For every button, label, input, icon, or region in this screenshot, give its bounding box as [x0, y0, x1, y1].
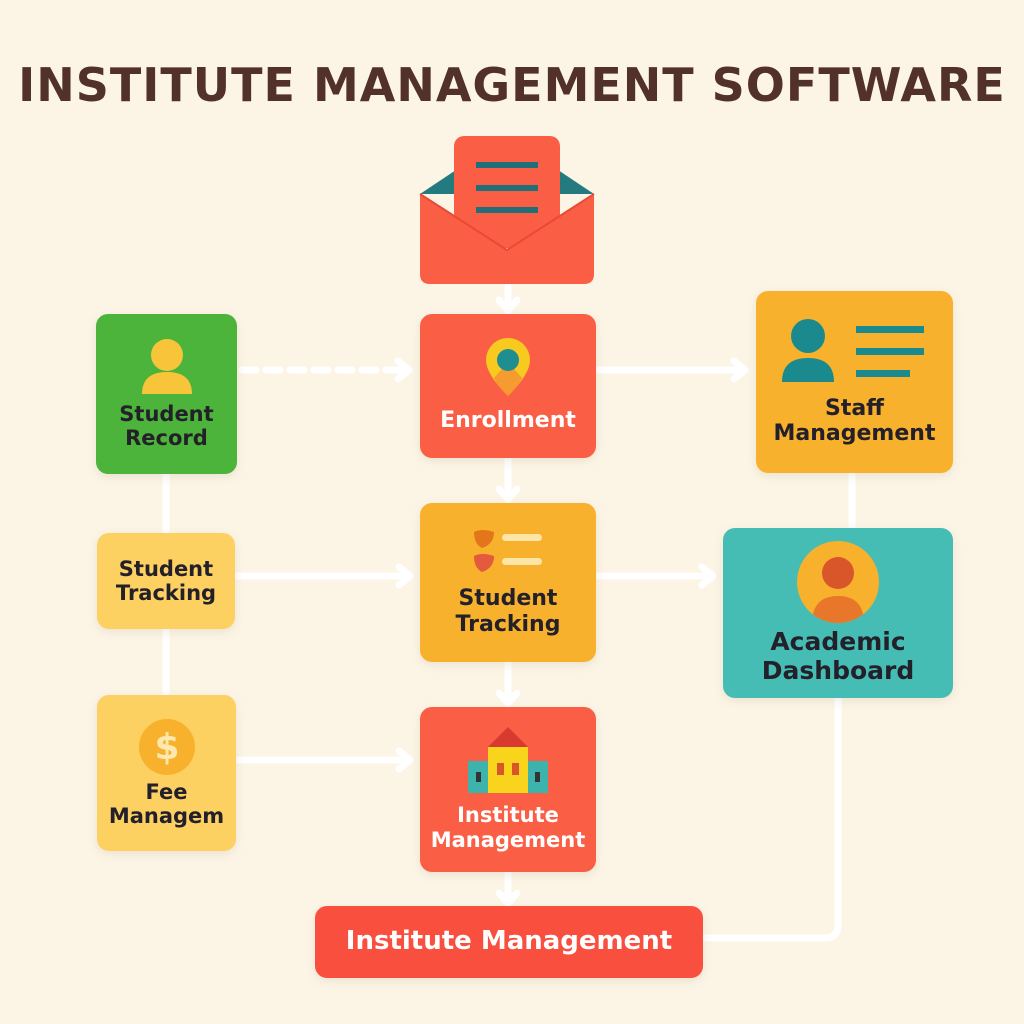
node-label-line2: Management	[773, 421, 936, 446]
node-label-line1: Institute Management	[345, 926, 673, 957]
node-label-line2: Record	[125, 426, 208, 450]
id-card-icon	[781, 318, 924, 382]
node-label-line1: Fee	[145, 779, 188, 804]
student-record-node[interactable]: Student Record	[96, 314, 237, 474]
node-label-line1: Staff	[824, 395, 884, 421]
diagram-title: INSTITUTE MANAGEMENT SOFTWARE	[18, 58, 1006, 112]
institute-management-center-node[interactable]: Institute Management	[420, 707, 596, 872]
enrollment-node[interactable]: Enrollment	[420, 314, 596, 458]
staff-management-node[interactable]: Staff Management	[756, 291, 953, 473]
email-node[interactable]	[418, 136, 596, 286]
dollar-coin-icon: $	[138, 718, 195, 775]
institute-management-bottom-node[interactable]: Institute Management	[315, 906, 703, 978]
node-label-line1: Institute	[457, 803, 559, 828]
location-pin-icon	[486, 338, 530, 397]
node-label-line1: Enrollment	[440, 408, 576, 434]
user-avatar-icon	[797, 541, 879, 624]
node-label-line2: Managem	[108, 804, 225, 828]
node-label-line1: Academic	[770, 627, 906, 657]
checklist-icon	[474, 530, 542, 573]
node-label-line1: Student	[458, 586, 558, 612]
student-tracking-center-node[interactable]: Student Tracking	[420, 503, 596, 662]
node-label-line2: Tracking	[115, 581, 217, 605]
svg-text:$: $	[154, 727, 179, 768]
student-tracking-left-node[interactable]: Student Tracking	[97, 533, 235, 629]
node-label-line1: Student	[119, 401, 214, 426]
envelope-letter-icon	[419, 136, 595, 284]
school-building-icon	[468, 727, 548, 794]
academic-dashboard-node[interactable]: Academic Dashboard	[723, 528, 953, 698]
fee-management-node[interactable]: $ Fee Managem	[97, 695, 236, 851]
user-icon	[141, 338, 192, 394]
node-label-line1: Student	[118, 556, 214, 581]
node-label-line2: Dashboard	[761, 656, 915, 685]
node-label-line2: Management	[430, 827, 586, 852]
node-label-line2: Tracking	[455, 611, 561, 637]
